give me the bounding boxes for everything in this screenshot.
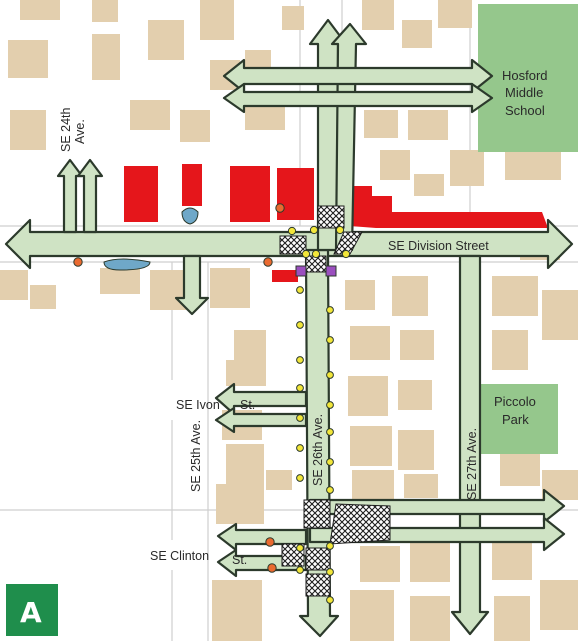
label-26th: SE 26th Ave.	[311, 414, 325, 486]
school-grounds	[478, 4, 578, 152]
markers-yellow	[287, 225, 351, 604]
place-labels: Hosford Middle School Piccolo Park	[494, 68, 548, 427]
crosswalks	[279, 205, 391, 597]
street-labels: SE Division Street SE 24th Ave. SE 25th …	[59, 107, 489, 567]
label-clinton-st: St.	[232, 553, 247, 567]
panel-letter: A	[20, 596, 42, 629]
route-ivon-2	[214, 406, 308, 434]
route-24th-b	[76, 158, 104, 234]
route-south-stub	[174, 254, 210, 316]
label-ivon-st: St.	[240, 398, 255, 412]
markers-purple	[295, 265, 337, 277]
markers-orange	[73, 203, 285, 573]
label-clinton: SE Clinton	[150, 549, 209, 563]
label-24th-line2: Ave.	[73, 119, 87, 144]
label-24th-line1: SE 24th	[59, 107, 73, 152]
label-division: SE Division Street	[388, 239, 489, 253]
water-features	[103, 207, 199, 271]
label-park-1: Piccolo	[494, 394, 536, 409]
label-school-2: Middle	[505, 85, 543, 100]
route-24th-a	[56, 158, 84, 234]
park-grounds	[480, 384, 558, 454]
label-ivon: SE Ivon	[176, 398, 220, 412]
label-25th: SE 25th Ave.	[189, 420, 203, 492]
route-upper-ew-2	[222, 82, 494, 114]
label-27th: SE 27th Ave.	[465, 428, 479, 500]
route-ivon	[214, 382, 308, 416]
panel-badge: A	[6, 584, 58, 636]
label-school-1: Hosford	[502, 68, 548, 83]
label-park-2: Park	[502, 412, 529, 427]
label-school-3: School	[505, 103, 545, 118]
highlighted-buildings	[124, 164, 548, 282]
parks	[478, 4, 578, 454]
